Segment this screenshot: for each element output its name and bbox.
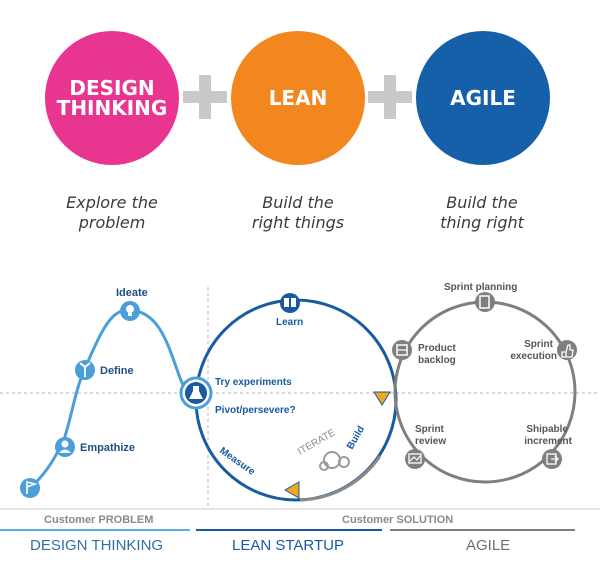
- customer-solution-label: Customer SOLUTION: [342, 514, 454, 526]
- beaker-icon: [179, 376, 213, 410]
- lean-startup-loop: [194, 298, 398, 502]
- flag-icon: [20, 478, 40, 498]
- caption-right-things: Build the right things: [228, 193, 368, 233]
- sprint-execution-label-2: execution: [510, 351, 557, 362]
- caption-thing-right-line2: thing right: [440, 213, 524, 232]
- caption-right-things-line1: Build the: [262, 193, 334, 212]
- empathize-icon: [55, 437, 75, 457]
- shipable-increment-label-2: increment: [524, 436, 572, 447]
- product-backlog-label-1: Product: [418, 343, 456, 354]
- design-thinking-circle-line2: THINKING: [56, 96, 168, 120]
- agile-circle-label: AGILE: [450, 86, 516, 110]
- product-backlog-label-2: backlog: [418, 355, 456, 366]
- sprint-execution-label-1: Sprint: [524, 339, 554, 350]
- design-thinking-circle: DESIGN THINKING: [45, 31, 179, 165]
- iterate-segment: [299, 455, 382, 502]
- build-label: Build: [345, 424, 367, 451]
- design-thinking-curve: [28, 308, 197, 490]
- sprint-planning-icon: [475, 292, 495, 312]
- try-experiments-label: Try experiments: [215, 377, 292, 388]
- iterate-label: ITERATE: [296, 427, 338, 457]
- agile-circle: AGILE: [416, 31, 550, 165]
- shipable-increment-icon: [542, 449, 562, 469]
- plus-icon-vertical: [384, 75, 396, 119]
- product-backlog-icon: [392, 340, 412, 360]
- caption-explore: Explore the problem: [42, 193, 182, 233]
- sprint-review-label-1: Sprint: [415, 424, 445, 435]
- empathize-label: Empathize: [80, 442, 135, 454]
- gears-icon: [319, 451, 350, 471]
- lean-circle-label: LEAN: [268, 86, 328, 110]
- build-arrow-icon: [373, 391, 391, 406]
- caption-explore-line1: Explore the: [66, 193, 158, 212]
- ideate-label: Ideate: [116, 287, 148, 299]
- pivot-label: Pivot/persevere?: [215, 405, 296, 416]
- caption-thing-right: Build the thing right: [412, 193, 552, 233]
- measure-label: Measure: [217, 445, 257, 478]
- measure-arrow-icon: [283, 481, 300, 499]
- caption-explore-line2: problem: [78, 213, 146, 232]
- define-icon: [75, 360, 95, 380]
- learn-book-icon: [280, 293, 300, 313]
- design-thinking-circle-line1: DESIGN: [69, 76, 155, 100]
- lean-circle: LEAN: [231, 31, 365, 165]
- plus-icon-vertical: [199, 75, 211, 119]
- thumbs-up-icon: [557, 340, 577, 360]
- define-label: Define: [100, 365, 134, 377]
- sprint-review-icon: [405, 449, 425, 469]
- learn-label: Learn: [276, 317, 303, 328]
- caption-thing-right-line1: Build the: [446, 193, 518, 212]
- sprint-review-label-2: review: [415, 436, 446, 447]
- sprint-planning-label: Sprint planning: [444, 282, 517, 293]
- customer-problem-label: Customer PROBLEM: [44, 514, 154, 526]
- ideate-icon: [120, 301, 140, 321]
- agile-footer-label: AGILE: [466, 537, 511, 554]
- lean-startup-footer-label: LEAN STARTUP: [232, 537, 344, 554]
- caption-right-things-line2: right things: [251, 213, 345, 232]
- shipable-increment-label-1: Shipable: [526, 424, 568, 435]
- design-thinking-footer-label: DESIGN THINKING: [30, 537, 164, 554]
